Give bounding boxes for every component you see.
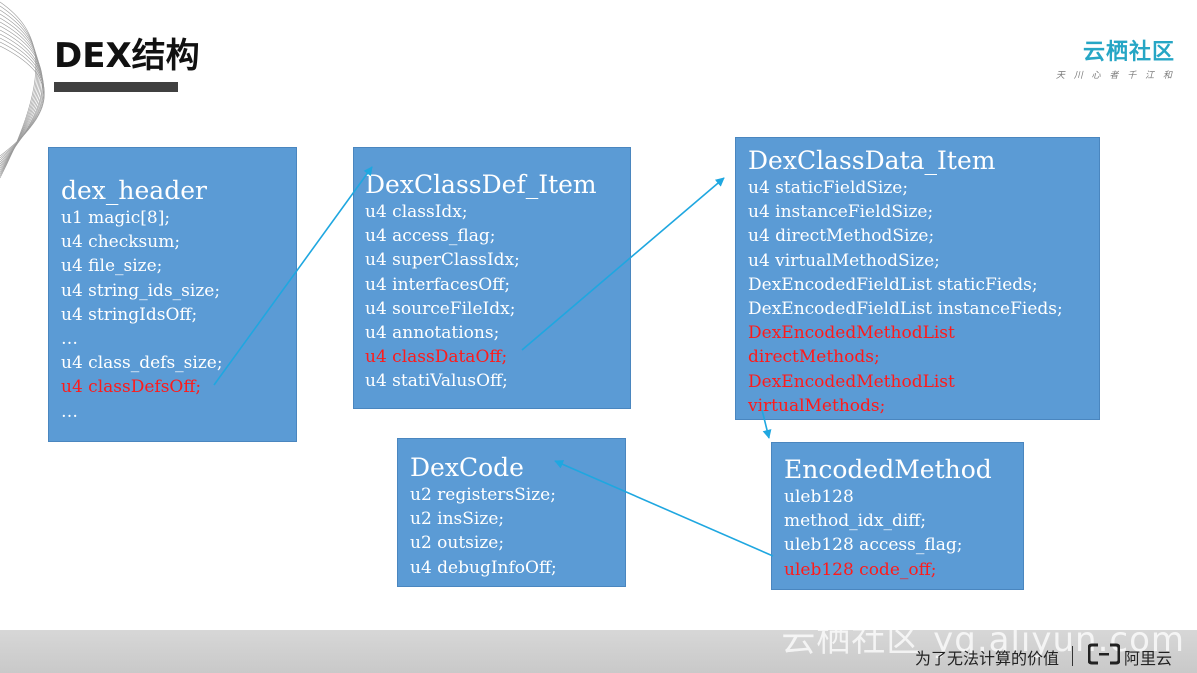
watermark: 云栖社区 yq.aliyun.com: [781, 620, 1185, 660]
field-list: uleb128 method_idx_diff; uleb128 access_…: [784, 485, 1023, 582]
classdata-item-box: DexClassData_Item u4 staticFieldSize; u4…: [735, 137, 1100, 420]
title-underline-bar: [54, 82, 178, 92]
brand-logo: 云栖社区 天 川 心 者 千 江 和: [1056, 34, 1175, 81]
brand-name: 云栖社区: [1082, 40, 1175, 65]
field-line: u4 annotations;: [365, 323, 500, 344]
field-line: u4 directMethodSize;: [748, 226, 935, 247]
footer-slogan: 为了无法计算的价值: [914, 649, 1059, 668]
field-line: u4 access_flag;: [365, 226, 496, 247]
field-line: u2 outsize;: [410, 533, 505, 554]
dex-header-box: dex_header u1 magic[8]; u4 checksum; u4 …: [48, 147, 297, 442]
field-line: u4 checksum;: [61, 232, 181, 253]
field-list: u4 classIdx; u4 access_flag; u4 superCla…: [365, 200, 630, 394]
field-line: …: [61, 329, 78, 350]
field-line-highlighted: uleb128 code_off;: [784, 559, 937, 580]
field-line-highlighted: DexEncodedMethodList: [748, 323, 955, 344]
field-list: u2 registersSize; u2 insSize; u2 outsize…: [410, 483, 625, 580]
field-line: …: [61, 401, 78, 422]
field-line: uleb128 access_flag;: [784, 535, 963, 556]
field-line-highlighted: virtualMethods;: [748, 395, 886, 416]
field-line: u4 staticFieldSize;: [748, 178, 909, 198]
classdef-item-box: DexClassDef_Item u4 classIdx; u4 access_…: [353, 147, 631, 409]
box-title: DexCode: [410, 453, 524, 482]
slide-title: DEX结构: [54, 36, 200, 76]
field-list: u1 magic[8]; u4 checksum; u4 file_size; …: [61, 206, 296, 424]
field-line: u4 interfacesOff;: [365, 274, 511, 295]
field-line: u4 superClassIdx;: [365, 250, 520, 271]
footer-divider: [1072, 646, 1073, 666]
field-line: u2 insSize;: [410, 509, 505, 530]
field-line: DexEncodedFieldList instanceFieds;: [748, 299, 1063, 320]
field-line: u4 sourceFileIdx;: [365, 298, 516, 319]
field-line: u4 file_size;: [61, 256, 163, 277]
field-line: u2 registersSize;: [410, 485, 556, 505]
field-line: u4 stringIdsOff;: [61, 304, 198, 325]
field-list: u4 staticFieldSize; u4 instanceFieldSize…: [748, 176, 1099, 418]
box-title: DexClassDef_Item: [365, 170, 597, 199]
footer-brand: 阿里云: [1124, 649, 1173, 668]
field-line: u4 virtualMethodSize;: [748, 250, 940, 271]
field-line: u4 classIdx;: [365, 202, 468, 222]
box-title: DexClassData_Item: [748, 146, 996, 175]
field-line-highlighted: u4 classDefsOff;: [61, 377, 202, 398]
field-line: u4 string_ids_size;: [61, 280, 221, 301]
field-line: u4 debugInfoOff;: [410, 557, 557, 578]
field-line: u4 instanceFieldSize;: [748, 202, 934, 223]
box-title: EncodedMethod: [784, 455, 992, 484]
field-line: u4 class_defs_size;: [61, 353, 223, 374]
dexcode-box: DexCode u2 registersSize; u2 insSize; u2…: [397, 438, 626, 587]
footer-band: [0, 630, 1197, 673]
field-line-highlighted: directMethods;: [748, 347, 880, 368]
aliyun-logo-icon: [1088, 643, 1120, 665]
field-line: DexEncodedFieldList staticFieds;: [748, 274, 1038, 295]
box-title: dex_header: [61, 176, 207, 205]
corner-swoosh-decoration: [0, 1, 45, 179]
field-line: u4 statiValusOff;: [365, 371, 508, 392]
field-line-highlighted: u4 classDataOff;: [365, 347, 508, 368]
brand-slogan: 天 川 心 者 千 江 和: [1055, 71, 1175, 81]
field-line: method_idx_diff;: [784, 511, 927, 532]
field-line: u1 magic[8];: [61, 208, 171, 228]
field-line: uleb128: [784, 487, 854, 507]
encoded-method-box: EncodedMethod uleb128 method_idx_diff; u…: [771, 442, 1024, 590]
field-line-highlighted: DexEncodedMethodList: [748, 371, 955, 392]
